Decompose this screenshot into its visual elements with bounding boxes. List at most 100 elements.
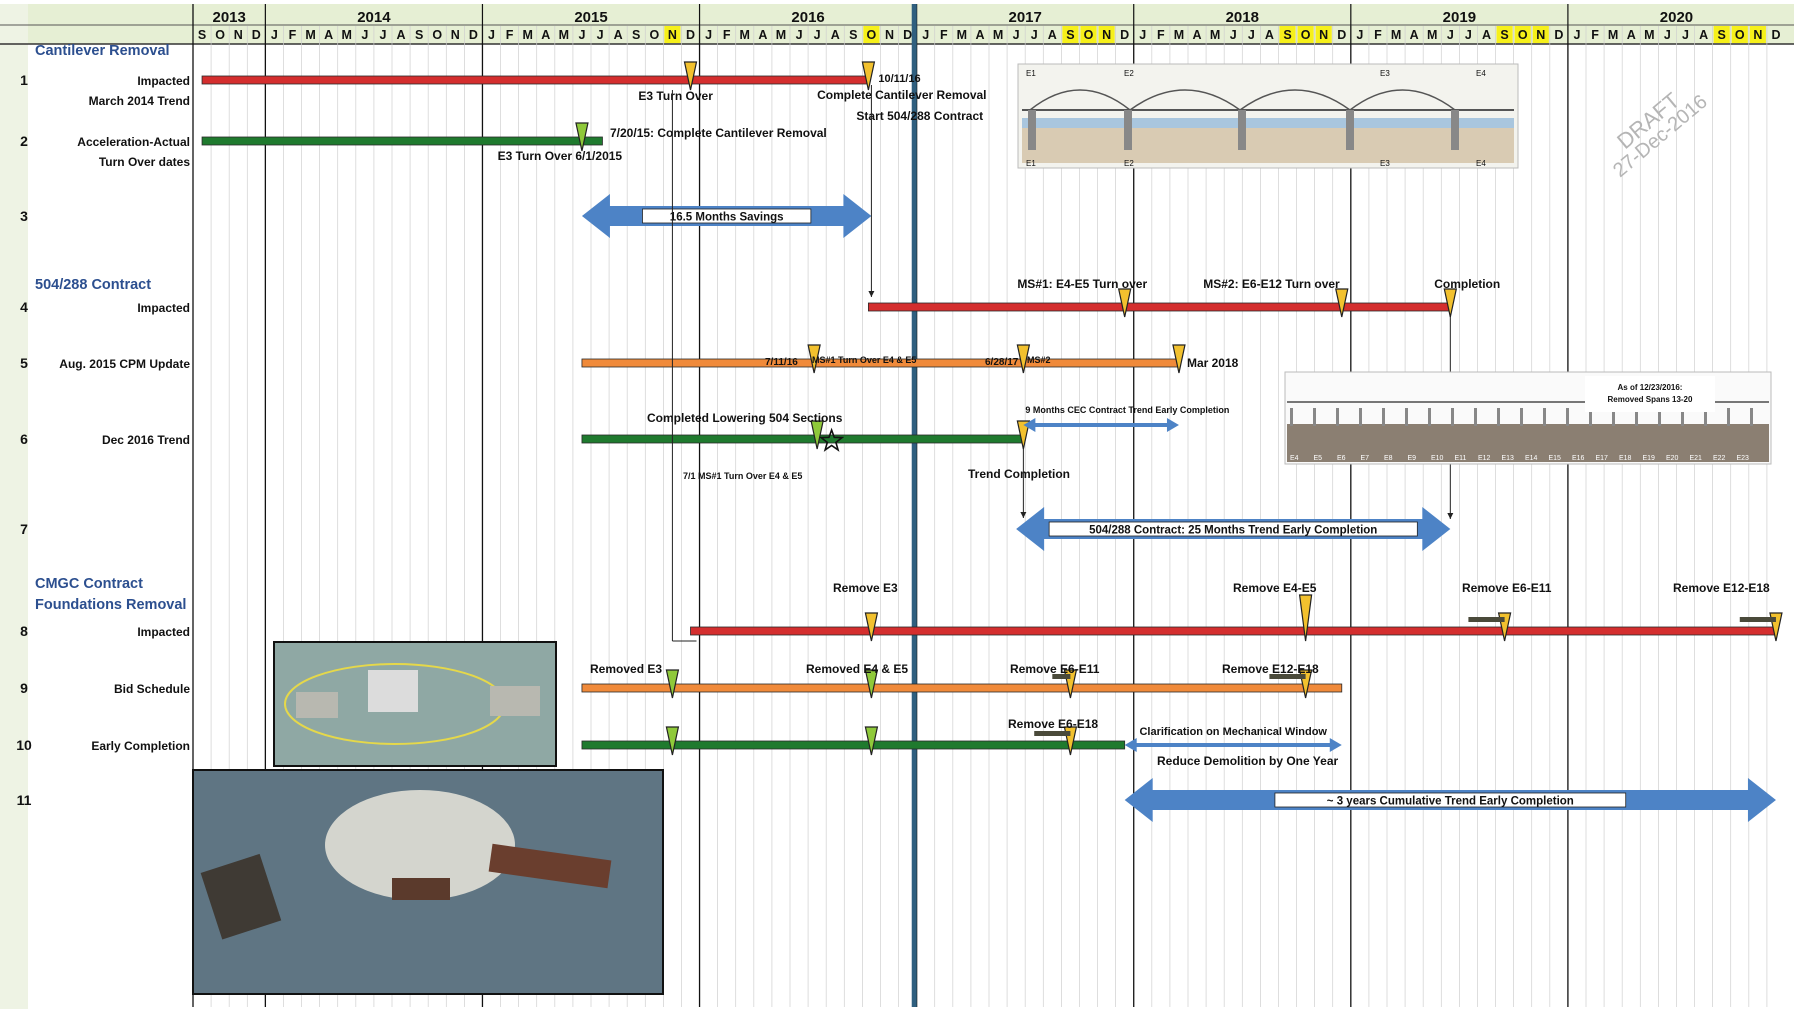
month-label: N <box>668 28 677 42</box>
span-thin-head-left <box>1124 738 1137 752</box>
span-image-pier <box>1635 408 1638 426</box>
annotation: MS#1 Turn Over E4 & E5 <box>812 355 916 365</box>
month-label: A <box>324 28 333 42</box>
month-label: S <box>1066 28 1074 42</box>
milestone-marker <box>665 726 680 756</box>
annotation: Reduce Demolition by One Year <box>1157 754 1338 768</box>
bridge-label: E2 <box>1124 69 1134 78</box>
annotation: Start 504/288 Contract <box>856 109 983 123</box>
month-label: J <box>1356 28 1363 42</box>
bridge-truss <box>1129 89 1241 111</box>
row-label: Early Completion <box>91 739 190 753</box>
milestone-marker <box>1172 344 1186 374</box>
annotation: 7/1 MS#1 Turn Over E4 & E5 <box>683 471 802 481</box>
month-label: J <box>705 28 712 42</box>
month-label: A <box>1482 28 1491 42</box>
month-label: M <box>342 28 352 42</box>
span-image-pier <box>1589 408 1592 426</box>
annotation: Remove E12-E18 <box>1673 581 1770 595</box>
milestone-tail <box>1739 617 1776 622</box>
month-label: M <box>993 28 1003 42</box>
milestone-marker <box>807 344 821 374</box>
annotation: 10/11/16 <box>878 73 920 85</box>
year-label: 2018 <box>1226 9 1259 26</box>
highlight-month-2020-10 <box>1731 26 1748 43</box>
month-label: M <box>1210 28 1220 42</box>
month-label: M <box>1174 28 1184 42</box>
month-label: F <box>1591 28 1599 42</box>
month-label: F <box>506 28 514 42</box>
aerial-photo-barge <box>296 692 338 718</box>
highlight-month-2019-11 <box>1532 26 1549 43</box>
highlight-month-2018-09 <box>1279 26 1296 43</box>
month-label: O <box>1301 28 1311 42</box>
implosion-photo-splash <box>325 790 515 900</box>
month-label: N <box>885 28 894 42</box>
annotation: 6/28/17 <box>985 357 1019 368</box>
bridge-label: E1 <box>1026 69 1036 78</box>
month-label: J <box>814 28 821 42</box>
row-label: Dec 2016 Trend <box>102 433 190 447</box>
annotation: Completed Lowering 504 Sections <box>647 411 843 425</box>
annotation: 7/20/15: Complete Cantilever Removal <box>610 126 827 140</box>
bridge-pier <box>1238 110 1246 150</box>
bridge-label: E3 <box>1380 69 1390 78</box>
month-label: N <box>1753 28 1762 42</box>
milestone-marker <box>1443 288 1458 318</box>
implosion-photo-barge <box>200 853 282 940</box>
month-label: N <box>234 28 243 42</box>
month-label: A <box>831 28 840 42</box>
annotation: Trend Completion <box>968 467 1070 481</box>
span-image-pier <box>1681 408 1684 426</box>
month-label: F <box>723 28 731 42</box>
month-label: O <box>432 28 442 42</box>
data-date-line <box>911 4 917 1007</box>
header-background <box>0 4 1794 44</box>
milestone-marker <box>864 612 879 642</box>
span-pier-label: E14 <box>1525 455 1538 462</box>
month-label: D <box>469 28 478 42</box>
span-pier-label: E16 <box>1572 455 1585 462</box>
annotation: Removed E3 <box>590 662 662 676</box>
month-label: A <box>1627 28 1636 42</box>
star-marker <box>818 427 845 452</box>
year-label: 2015 <box>574 9 607 26</box>
month-label: A <box>975 28 984 42</box>
span-pier-label: E23 <box>1737 455 1750 462</box>
section-header: Cantilever Removal <box>35 43 170 59</box>
span-image-pier <box>1750 408 1753 426</box>
span-pier-label: E11 <box>1455 455 1467 462</box>
span-image-pier <box>1382 408 1385 426</box>
row-number-6: 6 <box>20 431 28 447</box>
connector-arrow-head <box>1447 513 1454 519</box>
highlight-month-2017-11 <box>1098 26 1115 43</box>
bar-row-4 <box>867 302 1451 312</box>
month-label: J <box>379 28 386 42</box>
row-number-2: 2 <box>20 133 28 149</box>
year-label: 2016 <box>791 9 824 26</box>
month-label: M <box>740 28 750 42</box>
bridge-pier <box>1028 110 1036 150</box>
month-label: M <box>1391 28 1401 42</box>
span-pier-label: E4 <box>1290 455 1299 462</box>
year-label: 2017 <box>1008 9 1041 26</box>
implosion-photo-barge <box>392 878 450 900</box>
milestone-tail <box>1052 674 1071 679</box>
month-label: M <box>559 28 569 42</box>
annotation: MS#1: E4-E5 Turn over <box>1017 277 1147 291</box>
bridge-pier <box>1346 110 1354 150</box>
row-label: March 2014 Trend <box>89 94 190 108</box>
annotation: E3 Turn Over <box>638 89 713 103</box>
highlight-month-2017-10 <box>1080 26 1097 43</box>
aerial-photo-barge <box>490 686 540 716</box>
bar-row-8 <box>690 626 1777 636</box>
row-label: Bid Schedule <box>114 682 190 696</box>
month-label: S <box>1718 28 1726 42</box>
span-image-pier <box>1658 408 1661 426</box>
milestone-tail <box>1468 617 1505 622</box>
month-label: O <box>215 28 225 42</box>
span-image-pier <box>1313 408 1316 426</box>
month-label: J <box>361 28 368 42</box>
